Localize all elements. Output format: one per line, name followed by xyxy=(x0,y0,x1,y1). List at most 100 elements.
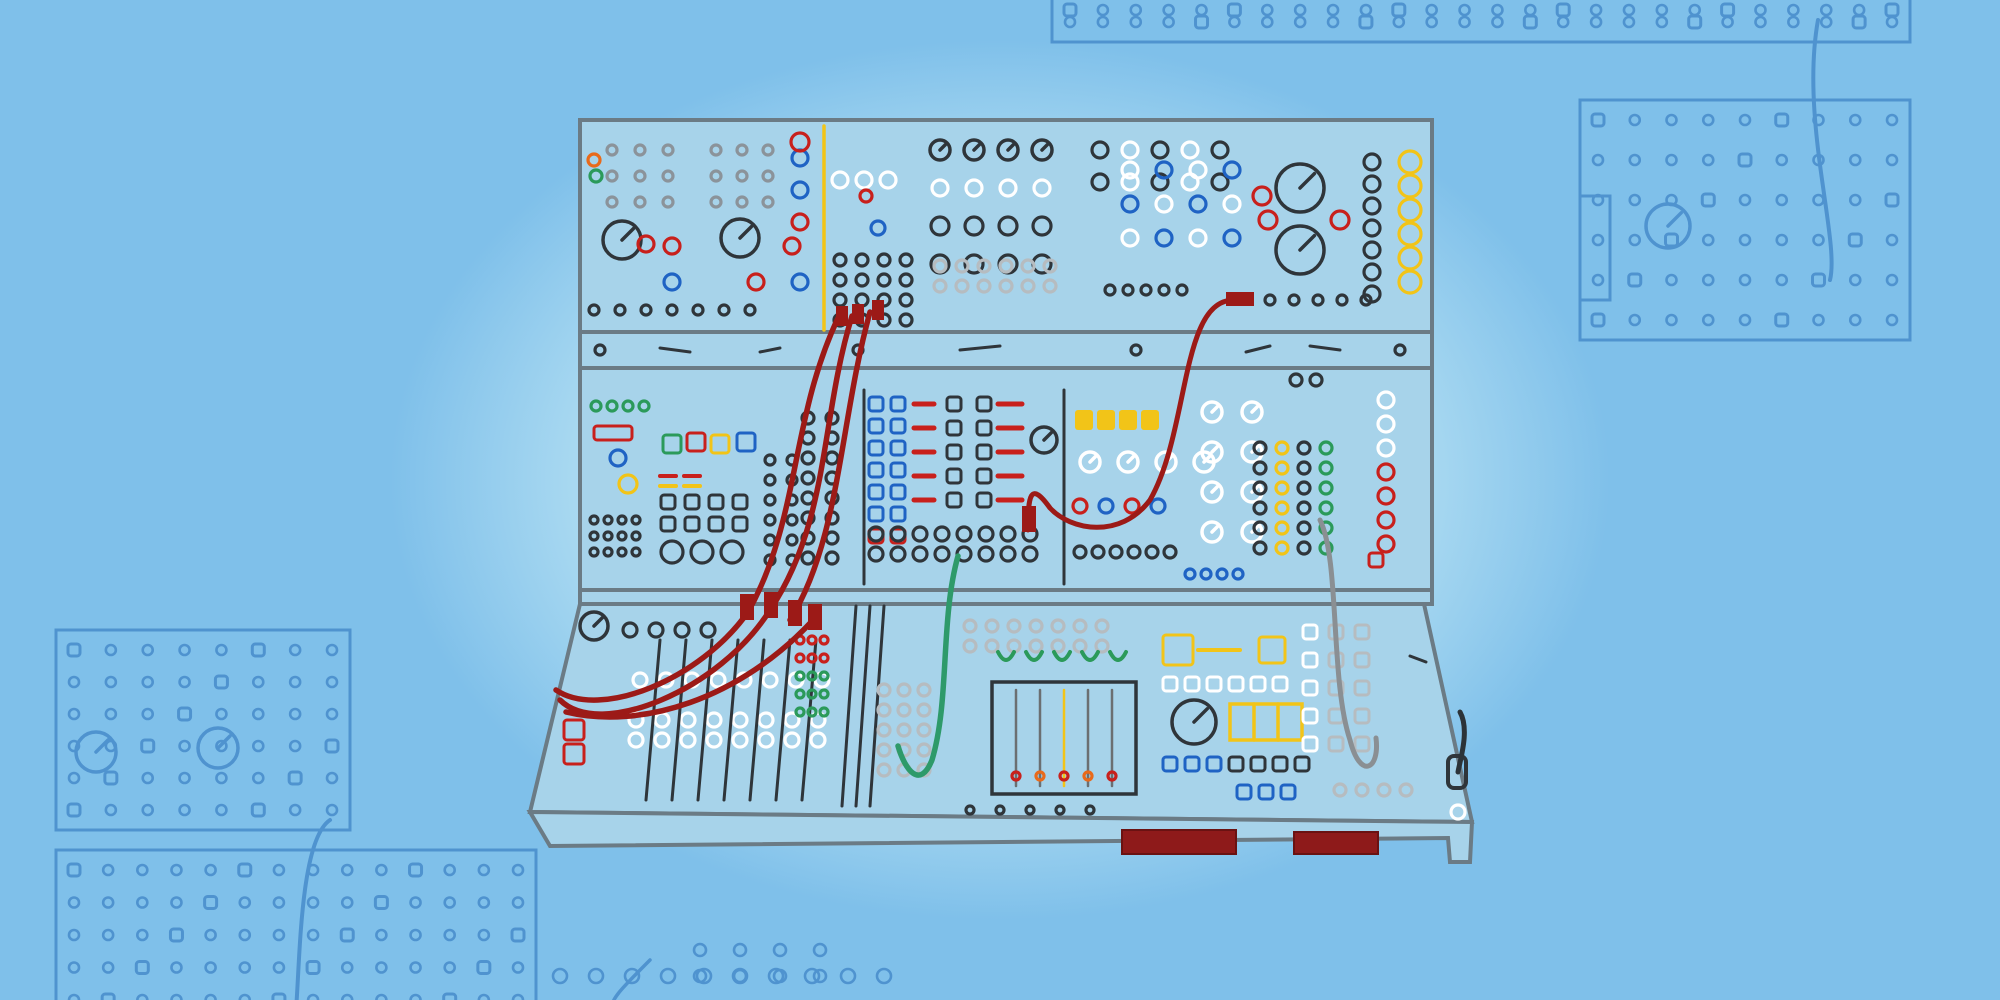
jack-icon xyxy=(1701,313,1715,327)
jack-icon xyxy=(1318,480,1334,496)
jack-icon xyxy=(1129,343,1143,357)
trigger-icon xyxy=(1024,650,1044,662)
button-icon xyxy=(1847,232,1863,248)
button-icon xyxy=(1851,14,1867,30)
jack-icon xyxy=(1308,372,1324,388)
jack-icon xyxy=(806,706,818,718)
knob-pointer xyxy=(938,142,948,152)
jack-icon xyxy=(1082,770,1094,782)
knob-pointer xyxy=(1192,707,1209,724)
jack-icon xyxy=(790,272,810,292)
jack-icon xyxy=(104,643,118,657)
jack-icon xyxy=(67,707,81,721)
jack-icon xyxy=(998,258,1014,274)
jack-icon xyxy=(1326,3,1340,17)
jack-icon xyxy=(477,993,491,1000)
button-icon xyxy=(1687,14,1703,30)
jack-icon xyxy=(511,896,525,909)
jack-icon xyxy=(911,525,929,543)
jack-icon xyxy=(1458,3,1471,17)
jack-icon xyxy=(511,863,525,877)
patch-cables xyxy=(294,18,1834,1000)
jack-icon xyxy=(1491,3,1504,17)
jack-icon xyxy=(67,739,81,753)
jack-icon xyxy=(67,993,81,1000)
jack-icon xyxy=(746,272,766,292)
button-icon xyxy=(562,718,586,742)
jack-icon xyxy=(67,961,81,974)
jack-icon xyxy=(1628,233,1642,247)
jack-icon xyxy=(178,739,191,753)
knob-icon xyxy=(1240,400,1264,424)
jack-icon xyxy=(1362,262,1382,282)
jack-icon xyxy=(586,152,602,168)
button-icon xyxy=(683,493,701,511)
button-icon xyxy=(1301,651,1319,669)
jack-icon xyxy=(1665,313,1678,327)
jack-icon xyxy=(340,896,354,909)
jack-icon xyxy=(104,707,118,721)
jack-icon xyxy=(443,961,456,974)
jack-icon xyxy=(785,533,799,547)
jack-icon xyxy=(1154,194,1174,214)
jack-icon xyxy=(589,399,603,413)
button-icon xyxy=(510,927,526,943)
fader-icon xyxy=(800,638,818,802)
jack-icon xyxy=(806,634,818,646)
jack-icon xyxy=(251,771,265,785)
knob-icon xyxy=(1029,425,1059,455)
jack-icon xyxy=(1852,3,1866,17)
jack-icon xyxy=(1210,140,1230,160)
jack-icon xyxy=(1252,520,1268,536)
fader-icon xyxy=(722,638,740,802)
jack-icon xyxy=(932,278,948,294)
scope-display xyxy=(990,680,1138,796)
jack-icon xyxy=(1376,782,1392,798)
jack-icon xyxy=(639,303,653,317)
jack-icon xyxy=(1150,140,1170,160)
button-icon xyxy=(731,493,749,511)
jack-icon xyxy=(204,928,217,942)
jack-icon xyxy=(854,252,870,268)
rail-mark xyxy=(758,346,782,354)
jack-icon xyxy=(662,272,682,292)
jack-icon xyxy=(794,652,806,664)
jack-icon xyxy=(215,803,228,817)
button-icon xyxy=(1227,755,1245,773)
jack-icon xyxy=(763,513,777,527)
jack-icon xyxy=(735,195,749,209)
faded-synth-top-right xyxy=(1050,0,1912,342)
jack-icon xyxy=(1556,15,1570,29)
jack-icon xyxy=(896,702,912,718)
button-icon xyxy=(305,960,321,975)
jack-icon xyxy=(602,514,614,526)
button-icon xyxy=(867,417,885,435)
patch-cable-icon xyxy=(1025,297,1237,533)
jack-icon xyxy=(1103,283,1117,297)
jack-icon xyxy=(869,219,887,237)
button-icon xyxy=(975,491,993,509)
jack-icon xyxy=(806,670,818,682)
jack-icon xyxy=(170,993,183,1000)
output-plug xyxy=(1446,754,1468,790)
jack-icon xyxy=(204,993,217,1000)
knob-pointer xyxy=(1210,444,1220,454)
jack-icon xyxy=(1655,15,1669,29)
jack-icon xyxy=(1063,15,1077,29)
jack-icon xyxy=(1738,273,1752,287)
button-icon xyxy=(1062,2,1078,18)
button-icon xyxy=(324,738,340,754)
button-icon xyxy=(66,802,82,818)
jack-icon xyxy=(705,711,723,729)
switch-icon xyxy=(592,424,634,442)
jack-icon xyxy=(692,968,708,984)
jack-icon xyxy=(1188,228,1208,248)
button-icon xyxy=(1353,735,1371,753)
button-icon xyxy=(1249,675,1267,693)
jack-icon xyxy=(763,493,777,507)
jack-icon xyxy=(1222,160,1242,180)
jack-icon xyxy=(709,671,727,689)
jack-icon xyxy=(1622,3,1636,17)
jack-icon xyxy=(340,993,354,1000)
jack-icon xyxy=(306,993,320,1000)
